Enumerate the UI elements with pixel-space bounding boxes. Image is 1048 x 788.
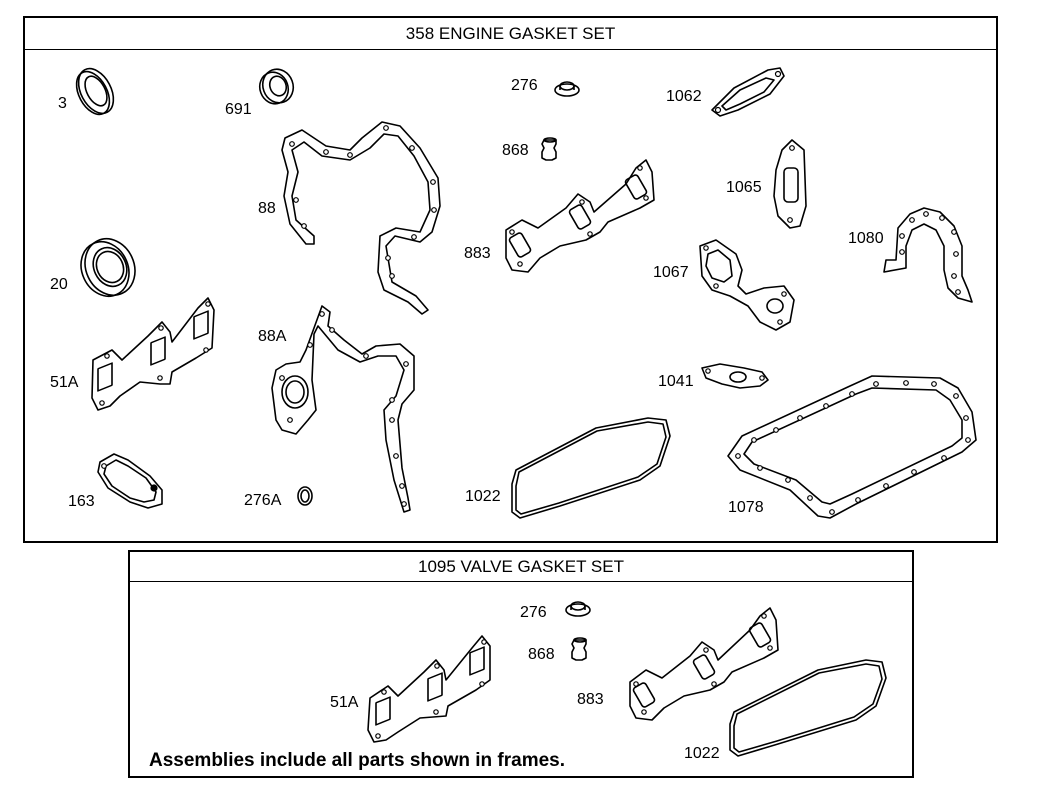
valve-gasket-set-frame: 1095 VALVE GASKET SET xyxy=(128,550,914,778)
part-868-seal xyxy=(541,137,557,161)
label-276a: 276A xyxy=(244,492,282,509)
valve-part-51a-gasket xyxy=(367,635,491,743)
part-1067-gasket xyxy=(699,239,795,331)
label-868: 868 xyxy=(502,142,529,159)
part-51a-gasket xyxy=(91,297,215,411)
part-691-seal xyxy=(258,68,295,105)
label-1062: 1062 xyxy=(666,88,702,105)
label-276: 276 xyxy=(511,77,538,94)
valve-label-51a: 51A xyxy=(330,694,359,711)
engine-gasket-set-frame: 358 ENGINE GASKET SET xyxy=(23,16,998,543)
part-20-seal xyxy=(80,238,136,297)
label-1065: 1065 xyxy=(726,179,762,196)
part-1065-gasket xyxy=(773,139,807,229)
engine-gasket-set-title: 358 ENGINE GASKET SET xyxy=(25,18,996,50)
valve-part-276-cap xyxy=(565,601,591,617)
label-20: 20 xyxy=(50,276,68,293)
part-883-gasket xyxy=(505,159,655,273)
label-883: 883 xyxy=(464,245,491,262)
part-88a-gasket xyxy=(271,305,415,513)
label-1080: 1080 xyxy=(848,230,884,247)
part-1080-gasket xyxy=(883,207,973,303)
label-1067: 1067 xyxy=(653,264,689,281)
part-1022-gasket xyxy=(511,417,671,519)
part-276-cap xyxy=(554,81,580,97)
label-691: 691 xyxy=(225,101,252,118)
label-1022: 1022 xyxy=(465,488,501,505)
label-1078: 1078 xyxy=(728,499,764,516)
label-88a: 88A xyxy=(258,328,287,345)
valve-part-868-seal xyxy=(571,637,587,661)
part-276a-ring xyxy=(297,486,313,506)
label-163: 163 xyxy=(68,493,95,510)
part-163-gasket xyxy=(97,453,163,509)
assembly-note: Assemblies include all parts shown in fr… xyxy=(149,750,566,771)
label-3: 3 xyxy=(58,95,67,112)
part-1041-gasket xyxy=(701,363,769,389)
part-88-gasket xyxy=(281,121,441,315)
valve-gasket-set-title: 1095 VALVE GASKET SET xyxy=(130,552,912,582)
valve-part-1022-gasket xyxy=(729,659,887,757)
part-1078-gasket xyxy=(727,375,977,519)
valve-label-1022: 1022 xyxy=(684,745,720,762)
label-51a: 51A xyxy=(50,374,79,391)
valve-label-883: 883 xyxy=(577,691,604,708)
valve-label-868: 868 xyxy=(528,646,555,663)
part-3-seal xyxy=(75,67,115,116)
valve-part-883-gasket xyxy=(629,607,779,721)
label-88: 88 xyxy=(258,200,276,217)
part-1062-gasket xyxy=(711,67,785,117)
valve-label-276: 276 xyxy=(520,604,547,621)
label-1041: 1041 xyxy=(658,373,694,390)
